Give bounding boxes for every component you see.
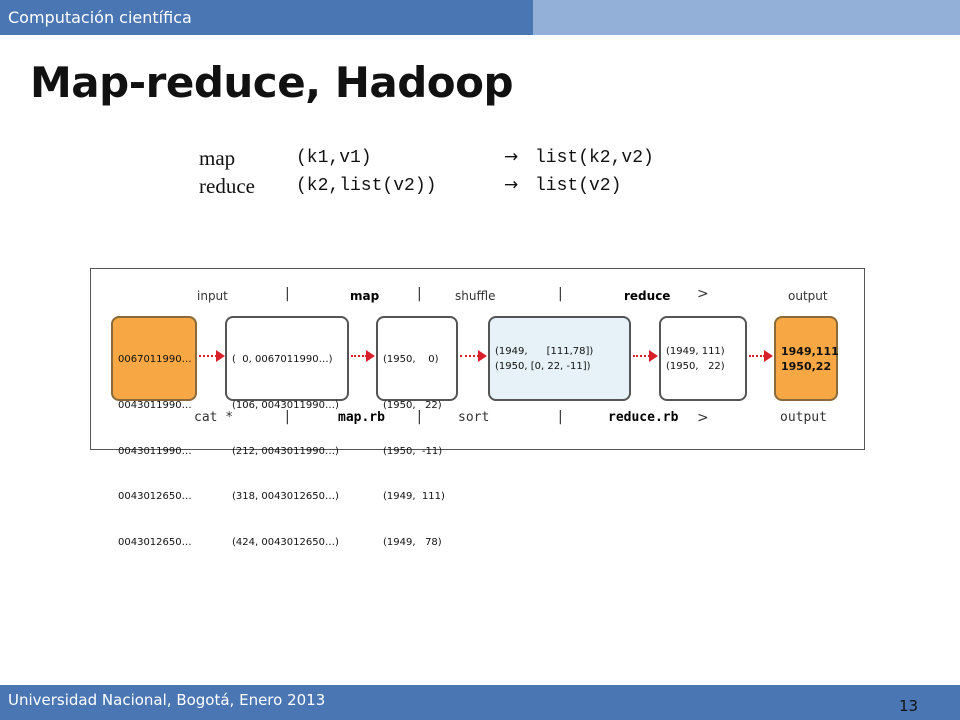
shuffle-group: (1949, [111,78])	[495, 345, 594, 357]
output-record: 1949,111	[781, 344, 839, 358]
map-output-pair: (1950, 0)	[383, 354, 439, 366]
output-records: 1949,111 1950,22	[781, 318, 839, 399]
input-record: 0043011990…	[118, 400, 192, 412]
footer-separator: |	[558, 409, 563, 425]
header-shuffle-label: shuffle	[455, 289, 496, 303]
map-function-args: (k1,v1)	[296, 148, 372, 168]
reduce-output-box: (1949, 111) (1950, 22)	[659, 316, 747, 401]
header-output-label: output	[788, 289, 828, 303]
input-record: 0043012650…	[118, 536, 192, 548]
input-record: 0043011990…	[118, 445, 192, 457]
footer-output-label: output	[780, 410, 827, 425]
footer-map-label: map.rb	[338, 410, 385, 425]
reduce-function-args: (k2,list(v2))	[296, 176, 437, 196]
output-records-box: 1949,111 1950,22	[774, 316, 839, 401]
header-input-label: input	[197, 289, 228, 303]
shuffle-output-box: (1949, [111,78]) (1950, [0, 22, -11])	[488, 316, 631, 401]
map-input-pairs: ( 0, 0067011990…) (106, 0043011990…) (21…	[232, 322, 339, 580]
footer-reduce-label: reduce.rb	[608, 410, 679, 425]
map-output-pairs: (1950, 0) (1950, 22) (1950, -11) (1949, …	[383, 322, 445, 580]
map-input-pair: ( 0, 0067011990…)	[232, 354, 333, 366]
top-bar-light-segment	[533, 0, 960, 35]
mapreduce-dataflow-figure: input | map | shuffle | reduce > output …	[90, 268, 865, 548]
page-number: 13	[899, 697, 919, 715]
footer-shuffle-label: sort	[458, 410, 490, 425]
footer-separator: |	[285, 409, 290, 425]
flow-arrow	[199, 349, 225, 363]
reduce-output-pair: (1950, 22)	[666, 360, 725, 372]
input-record: 0067011990…	[118, 354, 192, 366]
reduce-function-result: list(v2)	[535, 176, 622, 196]
map-output-pair: (1949, 78)	[383, 536, 442, 548]
course-title: Computación científica	[8, 8, 192, 27]
map-output-box: (1950, 0) (1950, 22) (1950, -11) (1949, …	[376, 316, 458, 548]
map-output-pair: (1949, 111)	[383, 491, 445, 503]
flow-arrow	[749, 349, 773, 363]
slide-title: Map-reduce, Hadoop	[30, 58, 514, 107]
map-function-result: list(k2,v2)	[535, 148, 654, 168]
flow-arrow	[351, 349, 375, 363]
map-output-pair: (1950, -11)	[383, 445, 443, 457]
map-input-pair: (318, 0043012650…)	[232, 491, 339, 503]
header-separator: |	[417, 286, 422, 302]
reduce-function-name: reduce	[199, 174, 255, 198]
header-reduce-label: reduce	[624, 289, 671, 303]
footer-separator: |	[417, 409, 422, 425]
reduce-output-pairs: (1949, 111) (1950, 22)	[666, 318, 725, 399]
header-separator: |	[558, 286, 563, 302]
top-bar-dark-segment	[0, 0, 533, 35]
header-separator: >	[697, 286, 709, 302]
institution-footer: Universidad Nacional, Bogotá, Enero 2013	[8, 691, 326, 709]
map-input-pair: (106, 0043011990…)	[232, 400, 339, 412]
map-output-pair: (1950, 22)	[383, 400, 442, 412]
map-input-pair: (424, 0043012650…)	[232, 536, 339, 548]
reduce-arrow: →	[504, 175, 519, 195]
header-separator: |	[285, 286, 290, 302]
output-record: 1950,22	[781, 359, 832, 373]
shuffle-group: (1950, [0, 22, -11])	[495, 360, 591, 372]
header-map-label: map	[350, 289, 380, 303]
reduce-output-pair: (1949, 111)	[666, 345, 725, 357]
flow-arrow	[460, 349, 487, 363]
shuffle-output-groups: (1949, [111,78]) (1950, [0, 22, -11])	[495, 318, 593, 399]
map-input-box: ( 0, 0067011990…) (106, 0043011990…) (21…	[225, 316, 349, 548]
input-records-box: 0067011990… 0043011990… 0043011990… 0043…	[111, 316, 197, 548]
footer-separator: >	[697, 410, 709, 426]
footer-input-label: cat *	[194, 410, 234, 425]
map-input-pair: (212, 0043011990…)	[232, 445, 339, 457]
flow-arrow	[633, 349, 658, 363]
input-record: 0043012650…	[118, 491, 192, 503]
input-records: 0067011990… 0043011990… 0043011990… 0043…	[118, 322, 192, 580]
map-function-name: map	[199, 146, 236, 170]
bottom-bar: Universidad Nacional, Bogotá, Enero 2013…	[0, 685, 960, 720]
map-arrow: →	[504, 147, 519, 167]
top-bar: Computación científica	[0, 0, 960, 35]
